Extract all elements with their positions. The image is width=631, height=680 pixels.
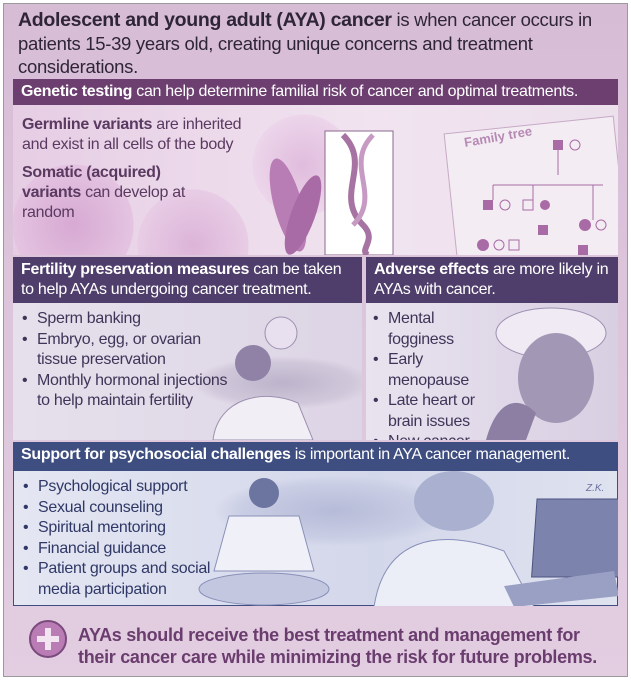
list-item: Financial guidance (20, 539, 240, 560)
list-item: Late heart or brain issues (370, 391, 500, 432)
dna-inset (324, 130, 394, 255)
genetic-illustration: Family tree Germline variants are inheri… (13, 105, 618, 255)
list-item: Embryo, egg, or ovarian tissue preservat… (19, 330, 234, 371)
plus-icon (29, 620, 67, 658)
laptop-screen-icon (531, 498, 618, 578)
parent-baby-graphic (212, 316, 314, 440)
adverse-list: Mental fogginess Early menopause Late he… (370, 309, 500, 440)
fertility-illustration: Sperm banking Embryo, egg, or ovarian ti… (13, 303, 362, 440)
artist-signature: Z.K. (585, 483, 604, 494)
dna-chromosome-graphic: Family tree (269, 115, 618, 255)
woman-head-icon (414, 471, 494, 531)
laptop-keyboard-icon (504, 571, 618, 606)
list-item: Sperm banking (19, 309, 234, 330)
header-rest: can be taken to help AYAs undergoing can… (21, 261, 342, 298)
somatic-text: Somatic (acquired) variants can develop … (22, 163, 222, 223)
page-title: Adolescent and young adult (AYA) cancer … (18, 8, 618, 78)
support-graphic: Z.K. (198, 471, 618, 606)
title-bold: Adolescent and young adult (AYA) cancer (18, 9, 392, 31)
list-item: Sexual counseling (20, 498, 240, 519)
genetic-testing-header: Genetic testing can help determine famil… (13, 79, 618, 105)
adverse-illustration: Mental fogginess Early menopause Late he… (366, 303, 618, 440)
header-rest: can help determine familial risk of canc… (132, 83, 578, 100)
dna-strand-icon (351, 133, 375, 227)
title-rest: is when cancer occurs in patients 15-39 … (18, 9, 592, 77)
adverse-effects-header: Adverse effects are more likely in AYAs … (366, 257, 618, 303)
list-item: Monthly hormonal injections to help main… (19, 371, 234, 412)
fertility-list: Sperm banking Embryo, egg, or ovarian ti… (19, 309, 234, 412)
list-item: Mental fogginess (370, 309, 500, 350)
somatic-rest: can develop at random (22, 184, 185, 221)
face-icon (518, 333, 594, 423)
header-bold: Fertility preservation measures (21, 261, 250, 278)
parent-body-icon (212, 396, 314, 440)
parent-head-icon (235, 345, 271, 381)
header-rest: is important in AYA cancer management. (290, 446, 571, 463)
germline-bold: Germline variants (22, 116, 153, 133)
list-item: Psychological support (20, 477, 240, 498)
germline-rest: are inherited and exist in all cells of … (22, 116, 242, 153)
woman-body-icon (373, 539, 535, 606)
list-item: Patient groups and social media particip… (20, 559, 240, 600)
meditating-man-head-icon (249, 478, 279, 508)
footer-message: AYAs should receive the best treatment a… (78, 625, 597, 667)
list-item: New cancer development (370, 432, 500, 440)
family-tree-paper: Family tree (443, 115, 618, 255)
list-item: Spiritual mentoring (20, 518, 240, 539)
support-list: Psychological support Sexual counseling … (20, 477, 240, 600)
germline-text: Germline variants are inherited and exis… (22, 115, 262, 155)
fertility-header: Fertility preservation measures can be t… (13, 257, 362, 303)
header-bold: Adverse effects (374, 261, 489, 278)
header-bold: Support for psychosocial challenges (21, 446, 291, 463)
header-bold: Genetic testing (21, 83, 133, 100)
support-header: Support for psychosocial challenges is i… (13, 442, 618, 470)
list-item: Early menopause (370, 350, 500, 391)
genetic-testing-panel: Genetic testing can help determine famil… (13, 79, 618, 255)
adverse-effects-panel: Adverse effects are more likely in AYAs … (366, 257, 618, 440)
fertility-panel: Fertility preservation measures can be t… (13, 257, 362, 440)
somatic-bold: Somatic (acquired) variants (22, 164, 161, 201)
header-rest: are more likely in AYAs with cancer. (374, 261, 609, 298)
support-panel: Support for psychosocial challenges is i… (13, 442, 618, 606)
baby-icon (264, 316, 298, 350)
chromosome-icon (284, 175, 322, 255)
support-illustration: Z.K. Psychological support Sexual counse… (13, 470, 618, 606)
